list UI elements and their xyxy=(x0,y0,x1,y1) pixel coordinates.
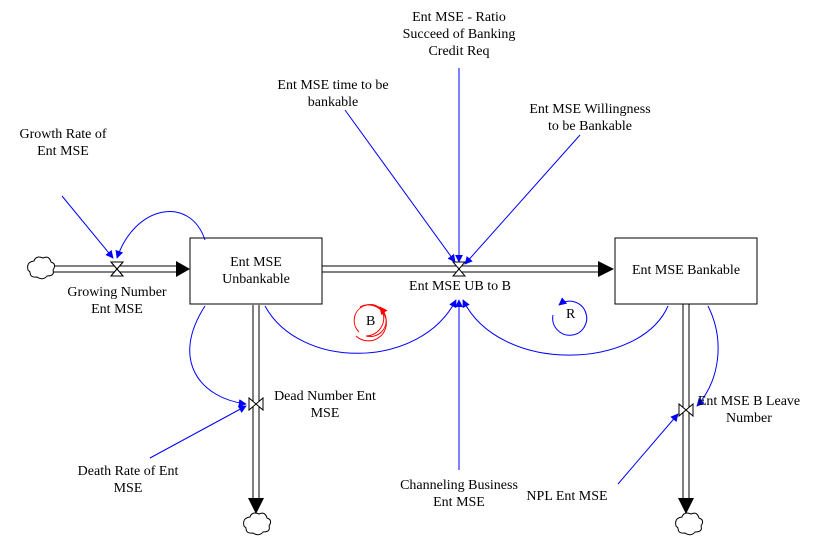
ub-to-b-flow-pipe xyxy=(322,261,614,277)
link-bankable-to-ub-b xyxy=(462,299,669,356)
link-death-rate xyxy=(149,405,247,459)
sink-cloud-dead-icon xyxy=(243,512,272,536)
link-unbankable-to-growing xyxy=(115,211,206,259)
link-bankable-to-leave xyxy=(696,305,719,407)
stock-bankable-label: Ent MSE Bankable xyxy=(631,263,741,278)
flow-dead-label: Dead Number Ent MSE xyxy=(274,389,376,421)
link-npl xyxy=(617,413,679,485)
flow-ub-to-b-label: Ent MSE UB to B xyxy=(409,279,511,294)
var-time-to-bankable-label: Ent MSE time to be bankable xyxy=(277,78,389,110)
balancing-loop-letter: B xyxy=(366,314,375,329)
balancing-loop-marker: B xyxy=(353,304,388,342)
flow-growing-label: Growing Number Ent MSE xyxy=(67,285,167,317)
stock-unbankable-label: Ent MSE Unbankable xyxy=(222,255,290,287)
link-growth-rate xyxy=(61,195,114,259)
growing-valve-icon[interactable] xyxy=(109,261,125,277)
var-death-rate-label: Death Rate of Ent MSE xyxy=(77,464,179,496)
stock-bankable-box[interactable] xyxy=(614,237,758,305)
b-leave-valve-icon[interactable] xyxy=(678,402,694,418)
b-leave-flow-pipe xyxy=(678,304,694,514)
var-willingness-label: Ent MSE Willingness to be Bankable xyxy=(529,102,651,134)
link-willingness xyxy=(464,134,581,265)
stock-unbankable-box[interactable] xyxy=(189,237,323,305)
link-unbankable-to-dead xyxy=(189,305,247,408)
reinforcing-loop-letter: R xyxy=(566,307,576,322)
link-unbankable-to-ub-b xyxy=(264,299,457,354)
ub-to-b-valve-icon[interactable] xyxy=(451,261,467,277)
var-channeling-label: Channeling Business Ent MSE xyxy=(400,478,518,510)
var-growth-rate-label: Growth Rate of Ent MSE xyxy=(19,127,107,159)
dead-valve-icon[interactable] xyxy=(248,396,264,412)
reinforcing-loop-marker: R xyxy=(552,297,588,336)
var-npl-label: NPL Ent MSE xyxy=(526,489,608,504)
var-ratio-succeed-label: Ent MSE - Ratio Succeed of Banking Credi… xyxy=(402,10,516,59)
sink-cloud-leave-icon xyxy=(675,512,704,536)
flow-b-leave-label: Ent MSE B Leave Number xyxy=(697,394,801,426)
source-cloud-icon xyxy=(27,256,56,280)
link-time-to-bankable xyxy=(344,109,456,263)
growing-flow-pipe xyxy=(46,261,190,277)
